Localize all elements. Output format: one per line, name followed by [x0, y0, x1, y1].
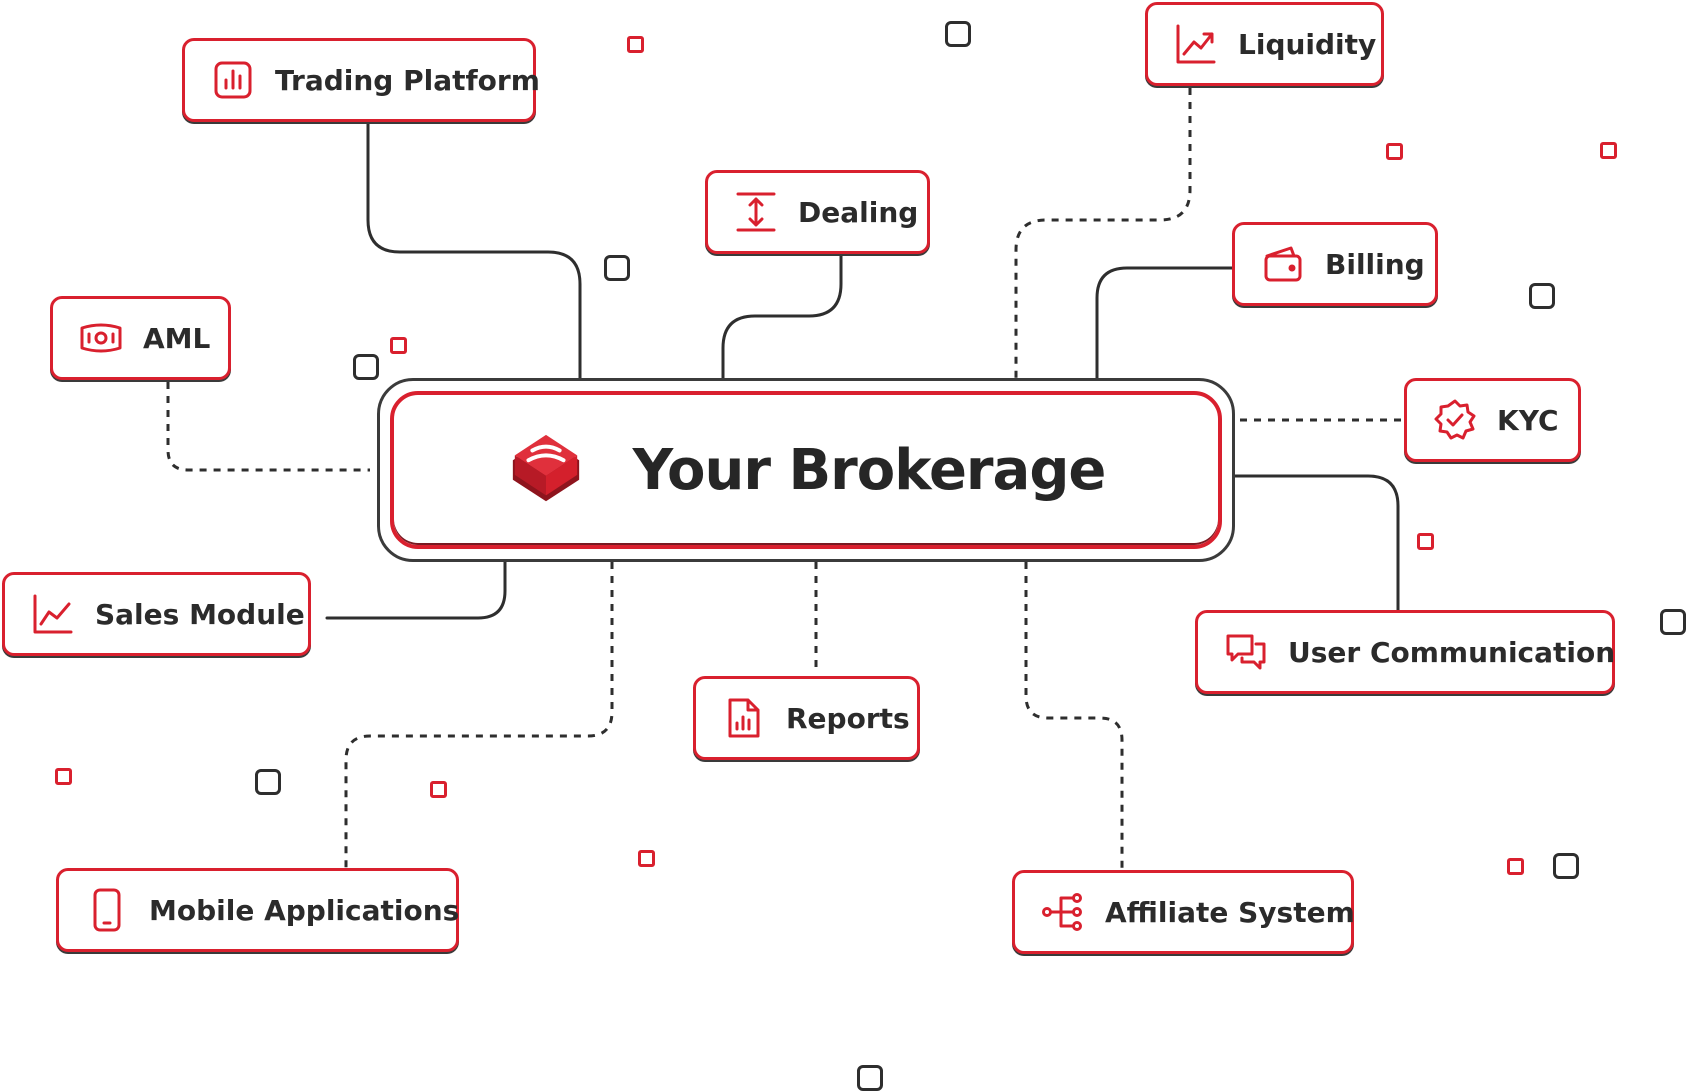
node-label: Sales Module [95, 597, 305, 631]
node-label: User Communication [1288, 635, 1616, 669]
node-affiliate-system: Affiliate System [1012, 870, 1355, 954]
node-label: Billing [1325, 247, 1425, 281]
decorative-square [55, 768, 72, 785]
decorative-square [604, 255, 630, 281]
network-icon [1041, 890, 1085, 934]
smartphone-icon [85, 888, 129, 932]
verified-badge-icon [1433, 398, 1477, 442]
node-label: Reports [786, 701, 910, 735]
line-chart-icon [31, 592, 75, 636]
connector-aml [166, 382, 370, 472]
decorative-square [638, 850, 655, 867]
node-label: KYC [1497, 403, 1559, 437]
connector-liquidity [1014, 88, 1192, 378]
node-user-communication: User Communication [1195, 610, 1615, 694]
decorative-square [1553, 853, 1579, 879]
node-sales-module: Sales Module [2, 572, 311, 656]
decorative-square [255, 769, 281, 795]
hub-title: Your Brokerage [632, 437, 1107, 503]
node-aml: AML [50, 296, 231, 380]
node-trading-platform: Trading Platform [182, 38, 540, 122]
node-reports: Reports [693, 676, 920, 760]
connector-trading-platform [366, 120, 582, 380]
connector-affiliate-system [1024, 562, 1124, 868]
decorative-square [1417, 533, 1434, 550]
report-document-icon [722, 696, 766, 740]
connector-dealing [721, 254, 843, 380]
chat-bubbles-icon [1224, 630, 1268, 674]
connector-billing [1095, 266, 1234, 380]
brokerage-logo-icon [512, 434, 579, 502]
node-label: Affiliate System [1105, 895, 1355, 929]
node-billing: Billing [1232, 222, 1438, 306]
vertical-arrows-icon [734, 190, 778, 234]
decorative-square [1386, 143, 1403, 160]
node-label: Liquidity [1238, 27, 1377, 61]
decorative-square [1507, 858, 1524, 875]
node-label: Dealing [798, 195, 919, 229]
decorative-square [430, 781, 447, 798]
trend-up-icon [1174, 22, 1218, 66]
node-dealing: Dealing [705, 170, 930, 254]
decorative-square [353, 354, 379, 380]
node-label: Mobile Applications [149, 893, 460, 927]
decorative-square [390, 337, 407, 354]
connector-sales-module [325, 560, 507, 620]
wallet-icon [1261, 242, 1305, 286]
node-label: Trading Platform [275, 63, 540, 97]
node-kyc: KYC [1404, 378, 1581, 462]
decorative-square [1529, 283, 1555, 309]
banknote-icon [79, 316, 123, 360]
hub-your-brokerage: Your Brokerage [377, 378, 1235, 562]
decorative-square [1660, 609, 1686, 635]
decorative-square [1600, 142, 1617, 159]
node-label: AML [143, 321, 211, 355]
decorative-square [945, 21, 971, 47]
node-liquidity: Liquidity [1145, 2, 1384, 86]
decorative-square [857, 1065, 883, 1091]
connector-user-communication [1233, 474, 1400, 612]
connector-mobile-applications [344, 562, 614, 868]
bar-chart-icon [211, 58, 255, 102]
decorative-square [627, 36, 644, 53]
node-mobile-applications: Mobile Applications [56, 868, 459, 952]
